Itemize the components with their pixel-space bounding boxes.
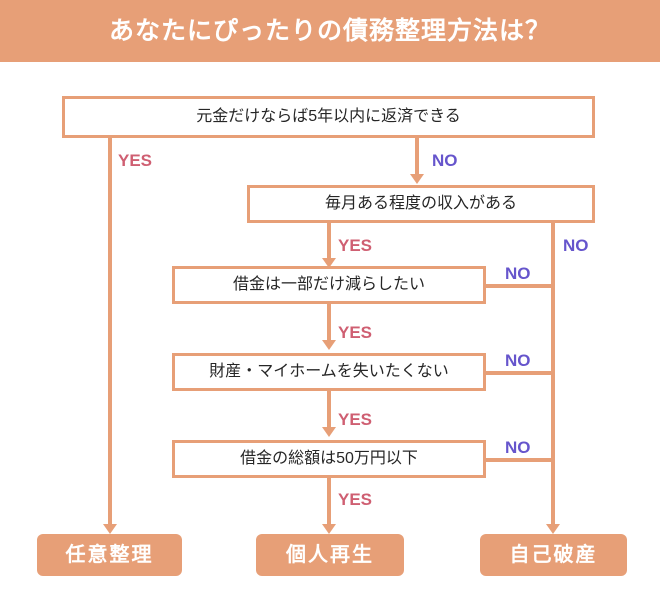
branch-label-q2-yes: YES bbox=[338, 236, 373, 255]
edge-q3-no-line bbox=[484, 284, 555, 288]
decision-label-q1: 元金だけならば5年以内に返済できる bbox=[196, 108, 461, 125]
edge-q5-no-line bbox=[484, 458, 555, 462]
branch-label-q3-no: NO bbox=[505, 264, 531, 283]
edge-q4-no-line bbox=[484, 371, 555, 375]
edge-q1-no-line bbox=[415, 138, 419, 178]
branch-label-q5-yes: YES bbox=[338, 490, 373, 509]
branch-label-q3-yes: YES bbox=[338, 323, 373, 342]
decision-box-q4[interactable]: 財産・マイホームを失いたくない bbox=[172, 353, 486, 391]
header-banner: あなたにぴったりの債務整理方法は？ bbox=[0, 0, 660, 62]
result-label-kojin-saisei: 個人再生 bbox=[286, 544, 374, 566]
edge-q3-yes-line bbox=[327, 304, 331, 344]
branch-label-q4-no: NO bbox=[505, 351, 531, 370]
edge-q1-yes-line bbox=[108, 138, 112, 530]
edge-q2-yes-line bbox=[327, 222, 331, 262]
edge-q5-yes-arrowhead bbox=[322, 524, 336, 534]
branch-label-q1-no: NO bbox=[432, 151, 458, 170]
decision-label-q2: 毎月ある程度の収入がある bbox=[324, 195, 517, 212]
page-title: あなたにぴったりの債務整理方法は？ bbox=[108, 16, 551, 45]
decision-label-q5: 借金の総額は50万円以下 bbox=[240, 450, 418, 467]
result-box-jiko-hasan[interactable]: 自己破産 bbox=[480, 534, 627, 576]
decision-box-q5[interactable]: 借金の総額は50万円以下 bbox=[172, 440, 486, 478]
decision-box-q2[interactable]: 毎月ある程度の収入がある bbox=[247, 185, 595, 223]
decision-label-q4: 財産・マイホームを失いたくない bbox=[209, 363, 449, 380]
edge-q1-no-arrowhead bbox=[410, 174, 424, 184]
branch-label-q4-yes: YES bbox=[338, 410, 373, 429]
decision-box-q3[interactable]: 借金は一部だけ減らしたい bbox=[172, 266, 486, 304]
result-box-kojin-saisei[interactable]: 個人再生 bbox=[256, 534, 404, 576]
branch-label-q1-yes: YES bbox=[118, 151, 153, 170]
decision-label-q3: 借金は一部だけ減らしたい bbox=[232, 276, 425, 293]
edge-q2-no-arrowhead bbox=[546, 524, 560, 534]
edge-q2-no-trunk bbox=[551, 222, 555, 530]
result-label-nini-seiri: 任意整理 bbox=[65, 544, 154, 566]
edge-q1-yes-arrowhead bbox=[103, 524, 117, 534]
edge-q3-yes-arrowhead bbox=[322, 340, 336, 350]
decision-box-q1[interactable]: 元金だけならば5年以内に返済できる bbox=[62, 96, 595, 138]
edge-q5-yes-line bbox=[327, 478, 331, 530]
edge-q2-yes-arrowhead bbox=[322, 258, 336, 268]
result-box-nini-seiri[interactable]: 任意整理 bbox=[37, 534, 182, 576]
edge-q4-yes-line bbox=[327, 391, 331, 431]
branch-label-q2-no: NO bbox=[563, 236, 589, 255]
branch-label-q5-no: NO bbox=[505, 438, 531, 457]
result-label-jiko-hasan: 自己破産 bbox=[509, 544, 598, 566]
edge-q4-yes-arrowhead bbox=[322, 427, 336, 437]
